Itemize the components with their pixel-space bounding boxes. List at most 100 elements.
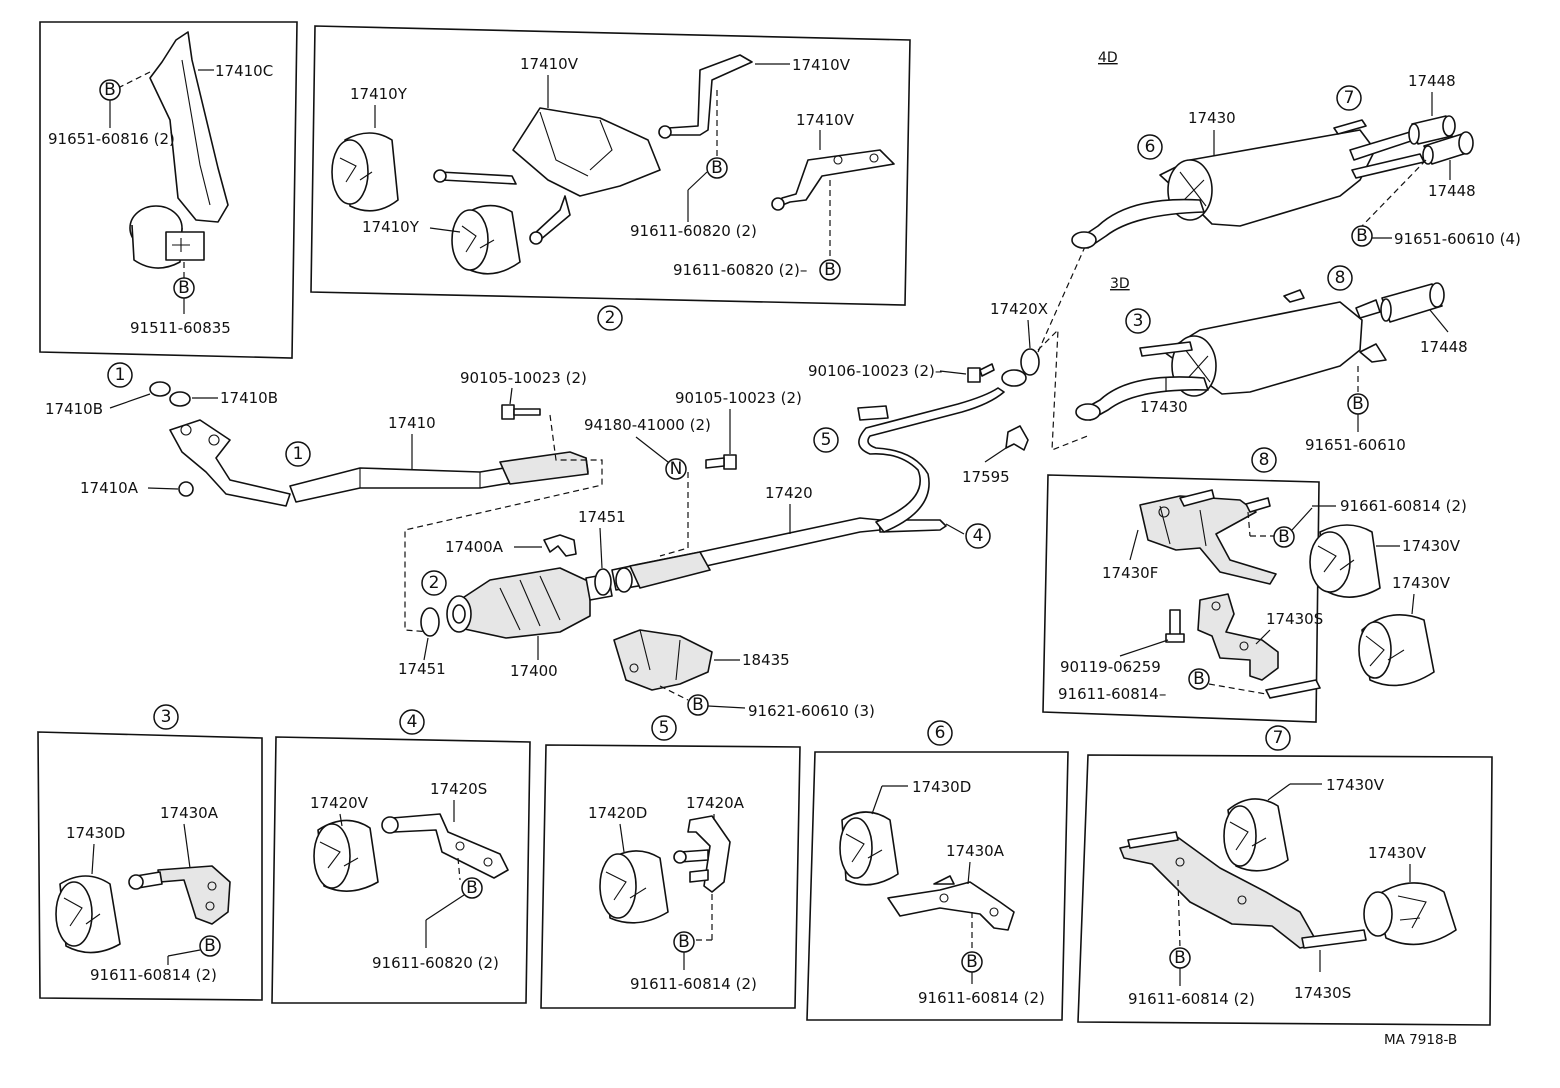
label-17430v-a: 17430V — [1402, 537, 1461, 555]
bolt-b-label: B — [1174, 948, 1186, 968]
callout-8-3d — [1327, 265, 1353, 291]
label-94180-41000: 94180-41000 (2) — [584, 416, 711, 434]
bolt-b-symbol — [819, 259, 841, 281]
callout-1-top — [107, 362, 133, 388]
label-91611-60820-b: 91611-60820 (2)– — [673, 261, 807, 279]
label-90105-mid: 90105-10023 (2) — [675, 389, 802, 407]
label-90106-10023: 90106-10023 (2)– — [808, 362, 942, 380]
callout-3-panel-label: 3 — [161, 707, 172, 727]
dashed-connection-4d — [1037, 239, 1089, 353]
callout-6-panel-label: 6 — [935, 723, 946, 743]
callout-8-panel-label: 8 — [1259, 450, 1270, 470]
leader-91611-p4 — [425, 894, 465, 921]
tail-tip-17448-bottom — [1422, 131, 1474, 165]
hanger-17430d-p6 — [839, 811, 899, 886]
label-91611-60814-p5: 91611-60814 (2) — [630, 975, 757, 993]
label-18435: 18435 — [742, 651, 790, 669]
callout-4-pipe-label: 4 — [973, 526, 984, 546]
callout-2-panel-label: 2 — [605, 308, 616, 328]
dashed-connection-tail — [1037, 328, 1091, 451]
label-17410b-left: 17410B — [45, 400, 103, 418]
label-17420d-p5: 17420D — [588, 804, 647, 822]
leader-91651-4d-dash — [1361, 159, 1427, 227]
callout-5-pipe-label: 5 — [821, 430, 832, 450]
bolt-b-label: B — [966, 952, 978, 972]
leader-17451-top — [599, 527, 603, 569]
hanger-17420v-p4 — [313, 819, 379, 892]
label-90105-left: 90105-10023 (2) — [460, 369, 587, 387]
leader-bolt-a — [687, 171, 708, 191]
leader-91611-p7-dash — [1177, 879, 1181, 949]
callout-2-cat — [421, 570, 447, 596]
callout-4-panel-label: 4 — [407, 712, 418, 732]
leader-17430s — [1255, 629, 1271, 645]
label-17420x: 17420X — [990, 300, 1048, 318]
bracket-17410v-main — [433, 107, 661, 245]
hanger-17420d-p5 — [599, 850, 669, 924]
nut-n-label: N — [670, 459, 683, 479]
callout-2-cat-label: 2 — [429, 573, 440, 593]
bolt-b-symbol — [687, 694, 709, 716]
callout-3-3d — [1125, 308, 1151, 334]
leader-91611-p3 — [167, 949, 201, 957]
leader-90106 — [939, 370, 967, 375]
callout-1-pipe — [285, 441, 311, 467]
panel-3-frame — [37, 731, 263, 1001]
label-91511-60835: 91511-60835 — [130, 319, 231, 337]
panel-8-frame — [1042, 474, 1320, 723]
callout-8-3d-label: 8 — [1335, 268, 1346, 288]
bracket-17430s — [1197, 593, 1321, 699]
bolt-b-symbol — [1188, 668, 1210, 690]
leader-17410b-left — [109, 393, 151, 409]
leader-17430v-b — [1411, 593, 1415, 615]
label-91661-60814: 91661-60814 (2) — [1340, 497, 1467, 515]
label-17410v-a: 17410V — [520, 55, 579, 73]
label-17451-bottom: 17451 — [398, 660, 446, 678]
label-17420v-p4: 17420V — [310, 794, 369, 812]
label-91611-60814-p7: 91611-60814 (2) — [1128, 990, 1255, 1008]
callout-7-4d — [1336, 85, 1362, 111]
label-17430s-p7: 17430S — [1294, 984, 1351, 1002]
gaskets-17410b — [149, 381, 191, 407]
tail-tip-17448-3d — [1380, 282, 1445, 323]
panel-7-frame — [1077, 754, 1493, 1026]
bolt-b-label: B — [178, 278, 190, 298]
leader-91621 — [707, 705, 746, 709]
label-17400a: 17400A — [445, 538, 504, 556]
gasket-17420x-icon — [1020, 348, 1040, 376]
callout-7-4d-label: 7 — [1344, 88, 1355, 108]
label-91651-60816: 91651-60816 (2) — [48, 130, 175, 148]
bracket-17420a-p5 — [673, 815, 731, 893]
callout-3-panel — [153, 704, 179, 730]
label-17420s-p4: 17420S — [430, 780, 487, 798]
leader-91621-dash — [659, 685, 689, 701]
label-91611-60814-p8: 91611-60814– — [1058, 685, 1166, 703]
leader-90105-left — [509, 387, 513, 405]
bolt-b-label: B — [466, 878, 478, 898]
dashed-connection-front — [404, 414, 603, 633]
nut-17410a-icon — [178, 481, 194, 497]
label-91651-60610-4d: 91651-60610 (4) — [1394, 230, 1521, 248]
bolt-b-symbol — [1273, 526, 1295, 548]
callout-2-panel — [597, 305, 623, 331]
leader-17430a-p3 — [183, 823, 191, 869]
hanger-17430v-a — [1309, 524, 1381, 598]
label-90119-06259: 90119-06259 — [1060, 658, 1161, 676]
panel-bracket-17410c — [39, 21, 298, 359]
leader-17410a — [147, 487, 179, 490]
leader-callout-4 — [945, 523, 965, 535]
leader-91651-60816 — [117, 71, 151, 89]
leader-17420d-p5 — [619, 823, 625, 853]
bolt-b-label: B — [678, 932, 690, 952]
bracket-17430a-p6 — [887, 875, 1015, 931]
label-17410y-bottom: 17410Y — [362, 218, 420, 236]
label-17430a-p3: 17430A — [160, 804, 219, 822]
bolt-b-label: B — [104, 80, 116, 100]
front-pipe-17410 — [169, 419, 589, 507]
muffler-17430-3d — [1075, 289, 1387, 421]
hanger-17595-icon — [1005, 425, 1029, 451]
bolt-b-symbol — [1351, 225, 1373, 247]
label-17595: 17595 — [962, 468, 1010, 486]
label-17410a: 17410A — [80, 479, 139, 497]
label-17400: 17400 — [510, 662, 558, 680]
